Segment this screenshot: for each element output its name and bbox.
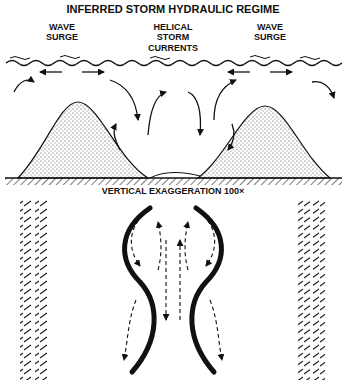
diagram-title: INFERRED STORM HYDRAULIC REGIME: [8, 3, 338, 16]
scale-note: VERTICAL EXAGGERATION 100×: [23, 186, 323, 196]
bar-band: [298, 200, 310, 380]
sand-bar: [198, 106, 330, 178]
bar-band: [313, 200, 325, 380]
sand-bar: [150, 173, 200, 179]
wave-label: WAVE SURGE: [248, 22, 292, 43]
flow-arrow: [124, 215, 222, 360]
surge-arrow: [40, 71, 292, 72]
wave-label: WAVE SURGE: [40, 22, 84, 43]
sea-bed: [5, 178, 342, 185]
helical-current: [125, 208, 155, 372]
current-arrow: [14, 80, 334, 150]
bar-band: [20, 200, 32, 380]
current-label: HELICAL STORM CURRENTS: [137, 22, 209, 53]
helical-current: [192, 208, 222, 372]
water-surface: [6, 61, 342, 66]
sand-bar: [18, 102, 148, 178]
bar-band: [35, 200, 47, 380]
water-surface: [10, 56, 320, 60]
